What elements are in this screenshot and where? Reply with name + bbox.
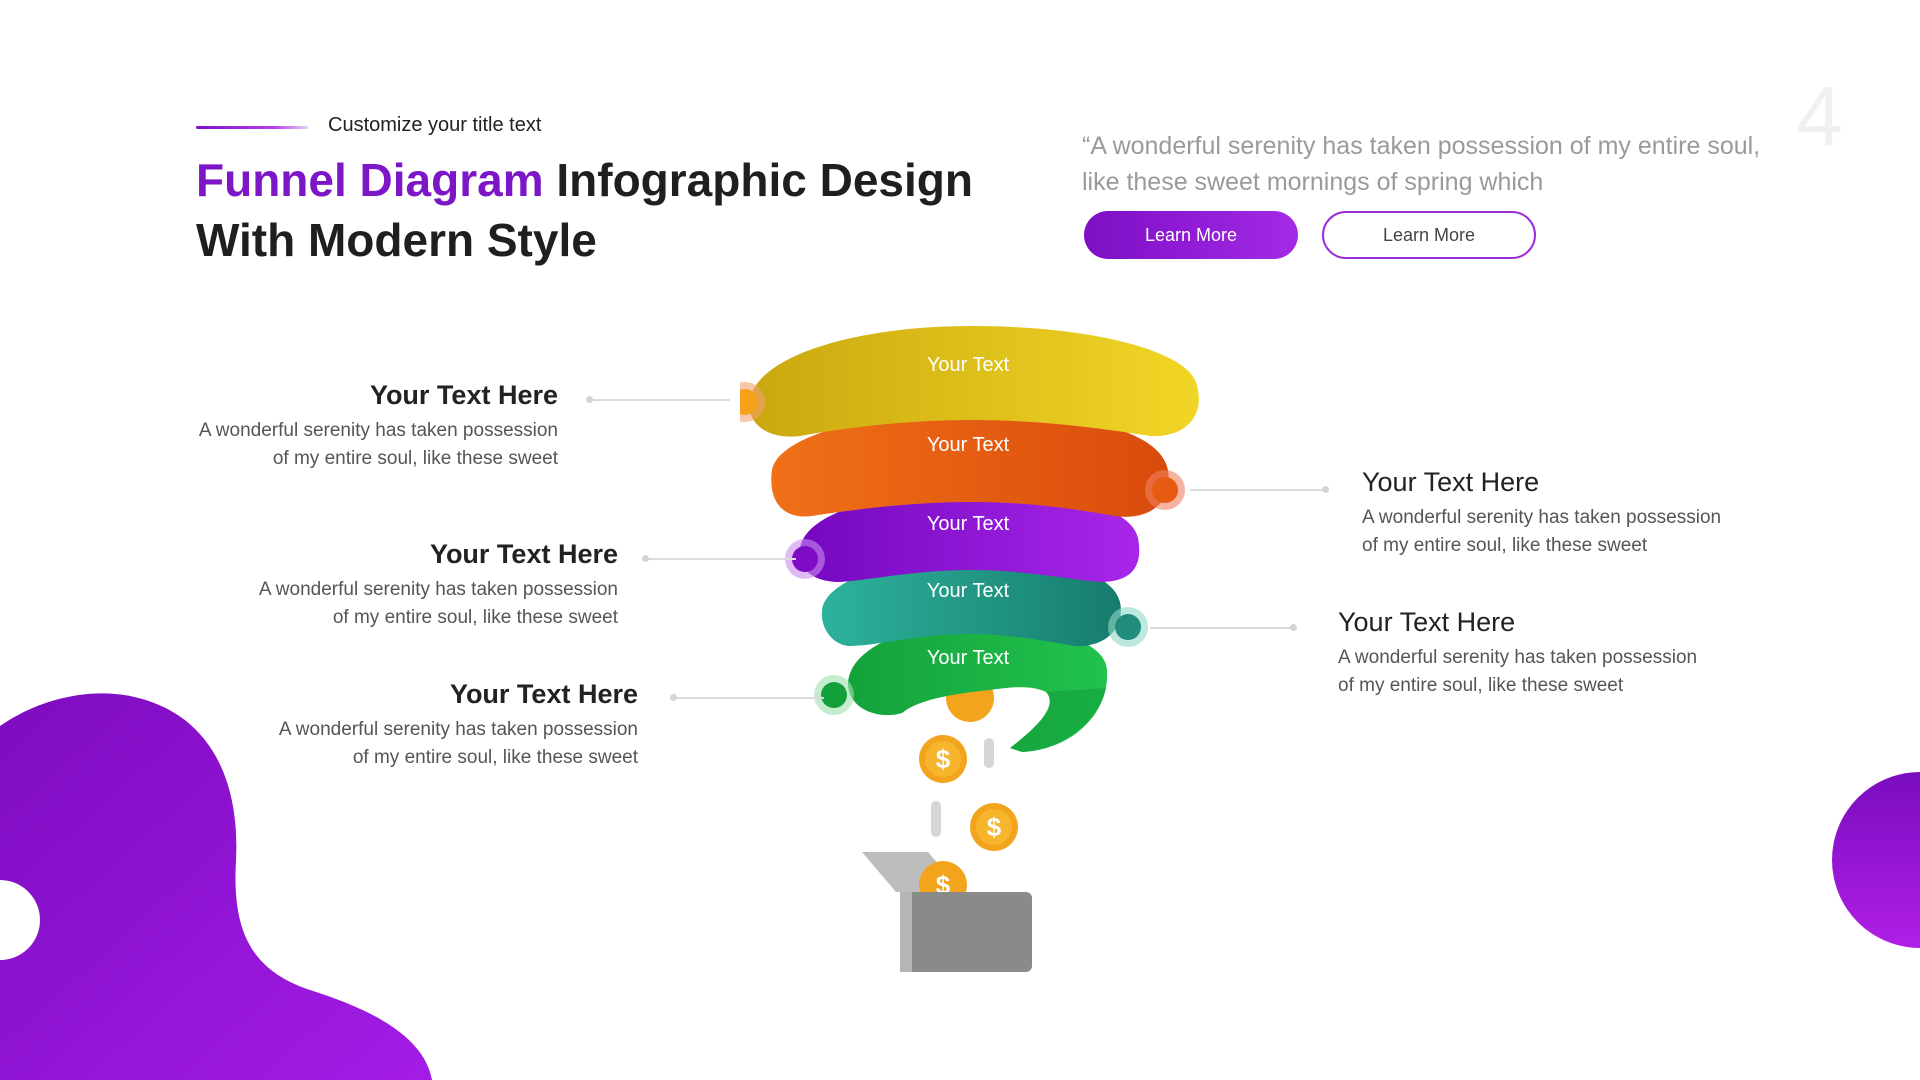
marker-dot-4 <box>1108 607 1148 647</box>
connector-end-4 <box>1290 624 1297 631</box>
quote-line2: like these sweet mornings of spring whic… <box>1082 168 1544 196</box>
coin-3-icon: $ <box>970 803 1018 851</box>
svg-text:$: $ <box>987 812 1002 842</box>
callout-desc-line1: A wonderful serenity has taken possessio… <box>258 579 618 600</box>
marker-dot-2 <box>1145 470 1185 510</box>
learn-more-primary-button[interactable]: Learn More <box>1084 211 1298 259</box>
callout-title: Your Text Here <box>449 679 638 709</box>
funnel-layer-4-label: Your Text <box>927 580 1010 602</box>
callout-title: Your Text Here <box>369 380 558 410</box>
callout-desc-line1: A wonderful serenity has taken possessio… <box>1362 507 1722 528</box>
callout-desc-line2: of my entire soul, like these sweet <box>332 607 618 628</box>
svg-text:$: $ <box>936 744 951 774</box>
funnel-layer-2-label: Your Text <box>927 434 1010 456</box>
marker-dot-5 <box>814 675 854 715</box>
decorative-blob-right <box>1832 772 1920 948</box>
marker-dot-1 <box>740 382 765 422</box>
callout-2: Your Text Here A wonderful serenity has … <box>1362 467 1782 560</box>
callout-desc-line2: of my entire soul, like these sweet <box>272 448 558 469</box>
callout-3: Your Text Here A wonderful serenity has … <box>210 539 618 632</box>
callout-desc-line2: of my entire soul, like these sweet <box>1362 535 1648 556</box>
connector-end-3 <box>642 555 649 562</box>
connector-end-1 <box>586 396 593 403</box>
callout-title: Your Text Here <box>1362 467 1540 497</box>
page-number: 4 <box>1796 69 1843 163</box>
coin-2-icon: $ <box>919 735 967 783</box>
learn-more-outline-button[interactable]: Learn More <box>1322 211 1536 259</box>
subtitle: Customize your title text <box>328 114 542 136</box>
connector-end-2 <box>1322 486 1329 493</box>
funnel-diagram: $ $ $ Your Text Your Text Your Text Your… <box>740 326 1199 972</box>
connector-line-3 <box>646 558 796 560</box>
decorative-blob-left <box>0 693 432 1080</box>
callout-desc-line2: of my entire soul, like these sweet <box>1338 675 1624 696</box>
connector-line-5 <box>674 697 824 699</box>
treasure-chest-icon: $ <box>862 852 1032 972</box>
marker-dot-3 <box>785 539 825 579</box>
callout-1: Your Text Here A wonderful serenity has … <box>150 380 558 473</box>
title-line2: With Modern Style <box>196 214 597 266</box>
page-title: Funnel Diagram Infographic Design With M… <box>196 150 1016 270</box>
connector-line-4 <box>1150 627 1294 629</box>
callout-4: Your Text Here A wonderful serenity has … <box>1338 607 1758 700</box>
callout-desc-line1: A wonderful serenity has taken possessio… <box>198 420 558 441</box>
callout-title: Your Text Here <box>1338 607 1516 637</box>
callout-title: Your Text Here <box>429 539 618 569</box>
funnel-layer-5-label: Your Text <box>927 647 1010 669</box>
funnel-layer-3-label: Your Text <box>927 513 1010 535</box>
connector-end-5 <box>670 694 677 701</box>
falling-line-1 <box>984 738 994 768</box>
quote-line1: “A wonderful serenity has taken possessi… <box>1082 132 1761 160</box>
title-accent: Funnel Diagram <box>196 154 544 206</box>
callout-desc-line2: of my entire soul, like these sweet <box>352 747 638 768</box>
quote-text: “A wonderful serenity has taken possessi… <box>1082 128 1762 200</box>
callout-desc-line1: A wonderful serenity has taken possessio… <box>1338 647 1698 668</box>
subtitle-accent-line <box>196 126 308 129</box>
callout-5: Your Text Here A wonderful serenity has … <box>230 679 638 772</box>
connector-line-2 <box>1190 489 1326 491</box>
falling-line-2 <box>931 801 941 837</box>
funnel-layer-1-label: Your Text <box>927 354 1010 376</box>
callout-desc-line1: A wonderful serenity has taken possessio… <box>278 719 638 740</box>
connector-line-1 <box>590 399 730 401</box>
title-rest: Infographic Design <box>543 154 973 206</box>
